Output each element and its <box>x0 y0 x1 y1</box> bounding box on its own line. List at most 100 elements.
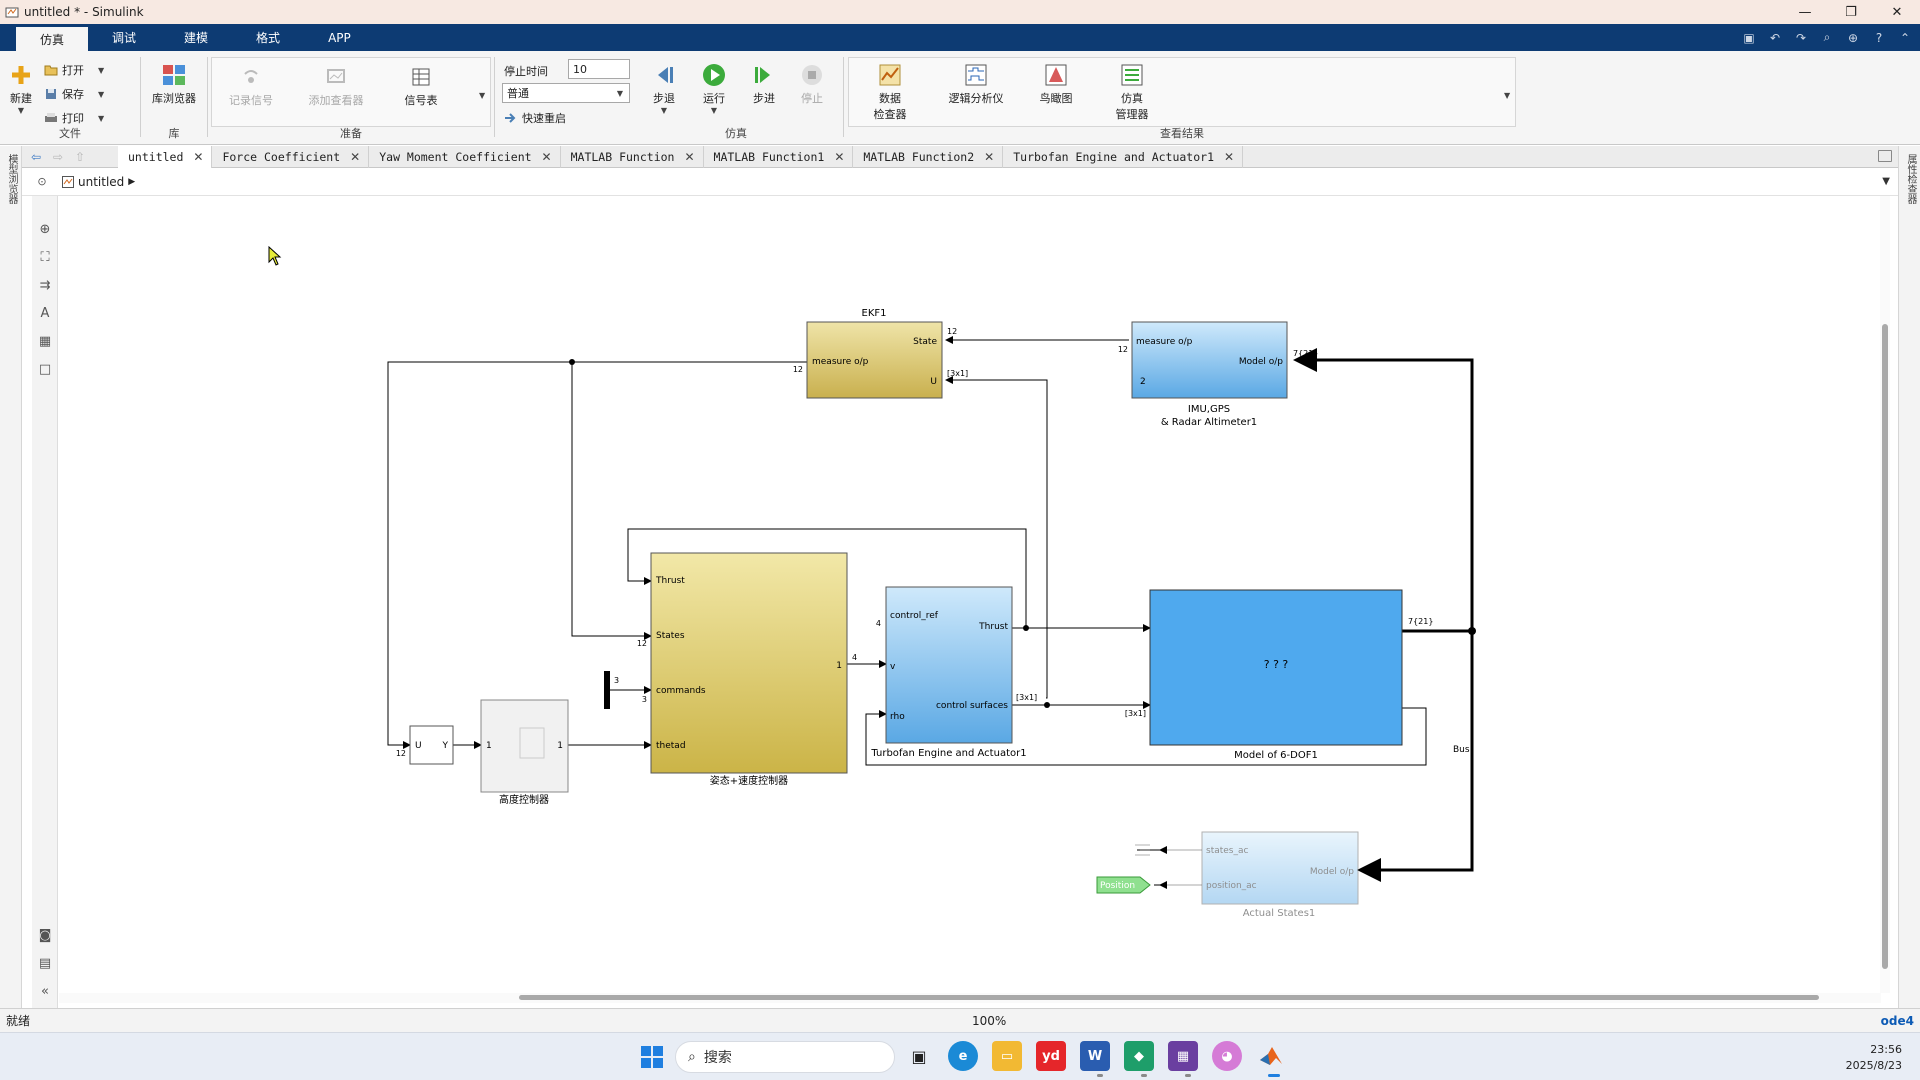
area-icon[interactable]: □ <box>38 361 52 377</box>
step-forward-button[interactable]: 步进 <box>746 63 782 106</box>
edge-icon[interactable]: e <box>948 1041 978 1071</box>
tab-simulation[interactable]: 仿真 <box>16 24 89 51</box>
birds-eye-button[interactable]: 鸟瞰图 <box>1026 63 1086 106</box>
six-dof-block[interactable]: ? ? ? 7{21} [3x1] Model of 6-DOF1 <box>1125 589 1434 761</box>
route-lines-icon[interactable]: ⇉ <box>39 277 51 293</box>
signal-table-button[interactable]: 信号表 <box>391 65 451 108</box>
editor-tab-turbofan-engine[interactable]: Turbofan Engine and Actuator1✕ <box>1003 145 1244 168</box>
add-viewer-button[interactable]: 添加查看器 <box>301 65 371 108</box>
logic-analyzer-button[interactable]: 逻辑分析仪 <box>936 63 1016 106</box>
cat-app-icon[interactable]: ◕ <box>1212 1041 1242 1071</box>
altitude-controller-block[interactable]: 1 1 高度控制器 <box>480 699 569 806</box>
data-inspector-button[interactable]: 数据 检查器 <box>860 63 920 122</box>
screenshot-icon[interactable]: ◙ <box>38 927 52 943</box>
review-group-label: 查看结果 <box>1160 127 1204 140</box>
sim-manager-button[interactable]: 仿真 管理器 <box>1102 63 1162 122</box>
save-button[interactable]: 保存 ▼ <box>44 85 104 103</box>
library-browser-button[interactable]: 库浏览器 <box>146 63 202 106</box>
close-tab-icon[interactable]: ✕ <box>541 149 552 164</box>
step-back-button[interactable]: 步退 ▼ <box>646 63 682 115</box>
actual-states-block[interactable]: states_ac position_ac Model o/p Actual S… <box>1135 831 1359 919</box>
word-icon[interactable]: W <box>1080 1041 1110 1071</box>
fit-view-icon[interactable]: ⛶ <box>40 249 50 265</box>
svg-text:4: 4 <box>852 653 857 662</box>
find-icon[interactable]: ⌕ <box>1823 30 1831 44</box>
attitude-speed-controller-block[interactable]: Thrust States commands thetad 1 12 3 4 姿… <box>637 552 857 787</box>
forward-arrow-icon[interactable]: ⇨ <box>52 149 64 164</box>
close-tab-icon[interactable]: ✕ <box>1224 149 1235 164</box>
collapse-ribbon-icon[interactable]: ⌃ <box>1899 30 1911 45</box>
print-button[interactable]: 打印 ▼ <box>44 109 104 127</box>
new-button[interactable]: 新建 ▼ <box>6 63 36 115</box>
game-app-icon[interactable]: ◆ <box>1124 1041 1154 1071</box>
breadcrumb-dropdown-icon[interactable]: ▼ <box>1882 176 1890 187</box>
editor-tab-matlab-function1[interactable]: MATLAB Function1✕ <box>704 145 854 168</box>
ekf-block[interactable]: EKF1 measure o/p State U 12 12 [3x1] <box>793 308 968 399</box>
photo-app-icon[interactable]: ▦ <box>1168 1041 1198 1071</box>
open-button[interactable]: 打开 ▼ <box>44 61 104 79</box>
prepare-gallery-dropdown[interactable]: ▼ <box>479 91 486 100</box>
imu-gps-block[interactable]: measure o/p Model o/p 2 12 7{21} IMU,GPS… <box>1118 321 1319 428</box>
simulation-mode-select[interactable]: 普通 ▼ <box>502 83 630 103</box>
selector-block[interactable]: U Y 12 <box>396 725 454 765</box>
close-tab-icon[interactable]: ✕ <box>350 149 361 164</box>
mux-block[interactable]: 3 <box>604 671 619 709</box>
turbofan-engine-block[interactable]: control_ref v rho Thrust control surface… <box>870 586 1037 759</box>
hide-explorer-icon[interactable]: ⊙ <box>37 175 47 188</box>
run-button[interactable]: 运行 ▼ <box>696 63 732 115</box>
fast-restart-button[interactable]: 快速重启 <box>504 109 566 127</box>
close-tab-icon[interactable]: ✕ <box>684 149 695 164</box>
minimize-button[interactable]: — <box>1798 4 1812 20</box>
task-view-icon[interactable]: ▣ <box>904 1041 934 1071</box>
annotation-icon[interactable]: A <box>40 305 50 321</box>
svg-text:Model o/p: Model o/p <box>1239 357 1283 367</box>
log-signals-button[interactable]: 记录信号 <box>221 65 281 108</box>
undo-icon[interactable]: ↶ <box>1769 30 1781 45</box>
image-icon[interactable]: ▦ <box>38 333 52 349</box>
close-tab-icon[interactable]: ✕ <box>834 149 845 164</box>
tab-modeling[interactable]: 建模 <box>184 31 209 45</box>
review-gallery-dropdown[interactable]: ▼ <box>1504 91 1511 100</box>
review-results-group: 数据 检查器 逻辑分析仪 鸟瞰图 仿真 管理器 ▼ 查看结果 <box>848 55 1516 140</box>
model-browser-strip[interactable]: 模型浏览器 <box>0 146 22 1008</box>
model-canvas[interactable]: EKF1 measure o/p State U 12 12 [3x1] mea… <box>59 196 1881 993</box>
position-goto-tag[interactable]: Position <box>1096 876 1151 894</box>
vertical-scrollbar[interactable] <box>1880 196 1890 993</box>
breadcrumb-model[interactable]: untitled ▶ <box>62 175 135 189</box>
redo-icon[interactable]: ↷ <box>1795 30 1807 45</box>
maximize-button[interactable]: ❐ <box>1845 4 1857 20</box>
close-button[interactable]: ✕ <box>1891 4 1903 20</box>
model-data-icon[interactable]: ▤ <box>38 955 52 971</box>
tab-debug[interactable]: 调试 <box>112 31 137 45</box>
up-arrow-icon[interactable]: ⇧ <box>74 149 86 164</box>
tab-format[interactable]: 格式 <box>256 31 281 45</box>
back-arrow-icon[interactable]: ⇦ <box>30 149 42 164</box>
editor-tab-force-coefficient[interactable]: Force Coefficient✕ <box>212 145 370 168</box>
stop-button[interactable]: 停止 <box>794 63 830 106</box>
editor-tab-matlab-function[interactable]: MATLAB Function✕ <box>561 145 704 168</box>
zoom-icon[interactable]: ⊕ <box>1847 30 1859 45</box>
solver-link[interactable]: ode4 <box>1880 1013 1914 1028</box>
zoom-in-icon[interactable]: ⊕ <box>39 221 51 237</box>
system-clock[interactable]: 23:56 2025/8/23 <box>1845 1043 1902 1072</box>
matlab-icon[interactable] <box>1256 1041 1286 1071</box>
stop-time-field[interactable]: 10 <box>568 59 630 79</box>
taskbar-search-box[interactable]: ⌕ 搜索 <box>675 1041 895 1073</box>
file-explorer-icon[interactable]: ▭ <box>992 1041 1022 1071</box>
editor-tab-matlab-function2[interactable]: MATLAB Function2✕ <box>853 145 1004 168</box>
close-tab-icon[interactable]: ✕ <box>193 149 204 164</box>
save-icon[interactable]: ▣ <box>1743 30 1755 45</box>
editor-tab-yaw-moment-coefficient[interactable]: Yaw Moment Coefficient✕ <box>369 145 561 168</box>
editor-tab-untitled[interactable]: untitled✕ <box>118 145 213 168</box>
property-inspector-strip[interactable]: 属性检查器 <box>1898 146 1920 1008</box>
collapse-palette-icon[interactable]: « <box>41 983 49 999</box>
tab-apps[interactable]: APP <box>328 30 351 45</box>
horizontal-scrollbar[interactable] <box>59 993 1881 1003</box>
close-tab-icon[interactable]: ✕ <box>984 149 995 164</box>
help-icon[interactable]: ? <box>1875 30 1883 45</box>
svg-text:1: 1 <box>836 661 842 671</box>
tab-list-menu-icon[interactable] <box>1878 150 1892 162</box>
youdao-icon[interactable]: yd <box>1036 1041 1066 1071</box>
data-inspector-icon <box>878 63 902 87</box>
windows-start-icon[interactable] <box>640 1045 664 1069</box>
